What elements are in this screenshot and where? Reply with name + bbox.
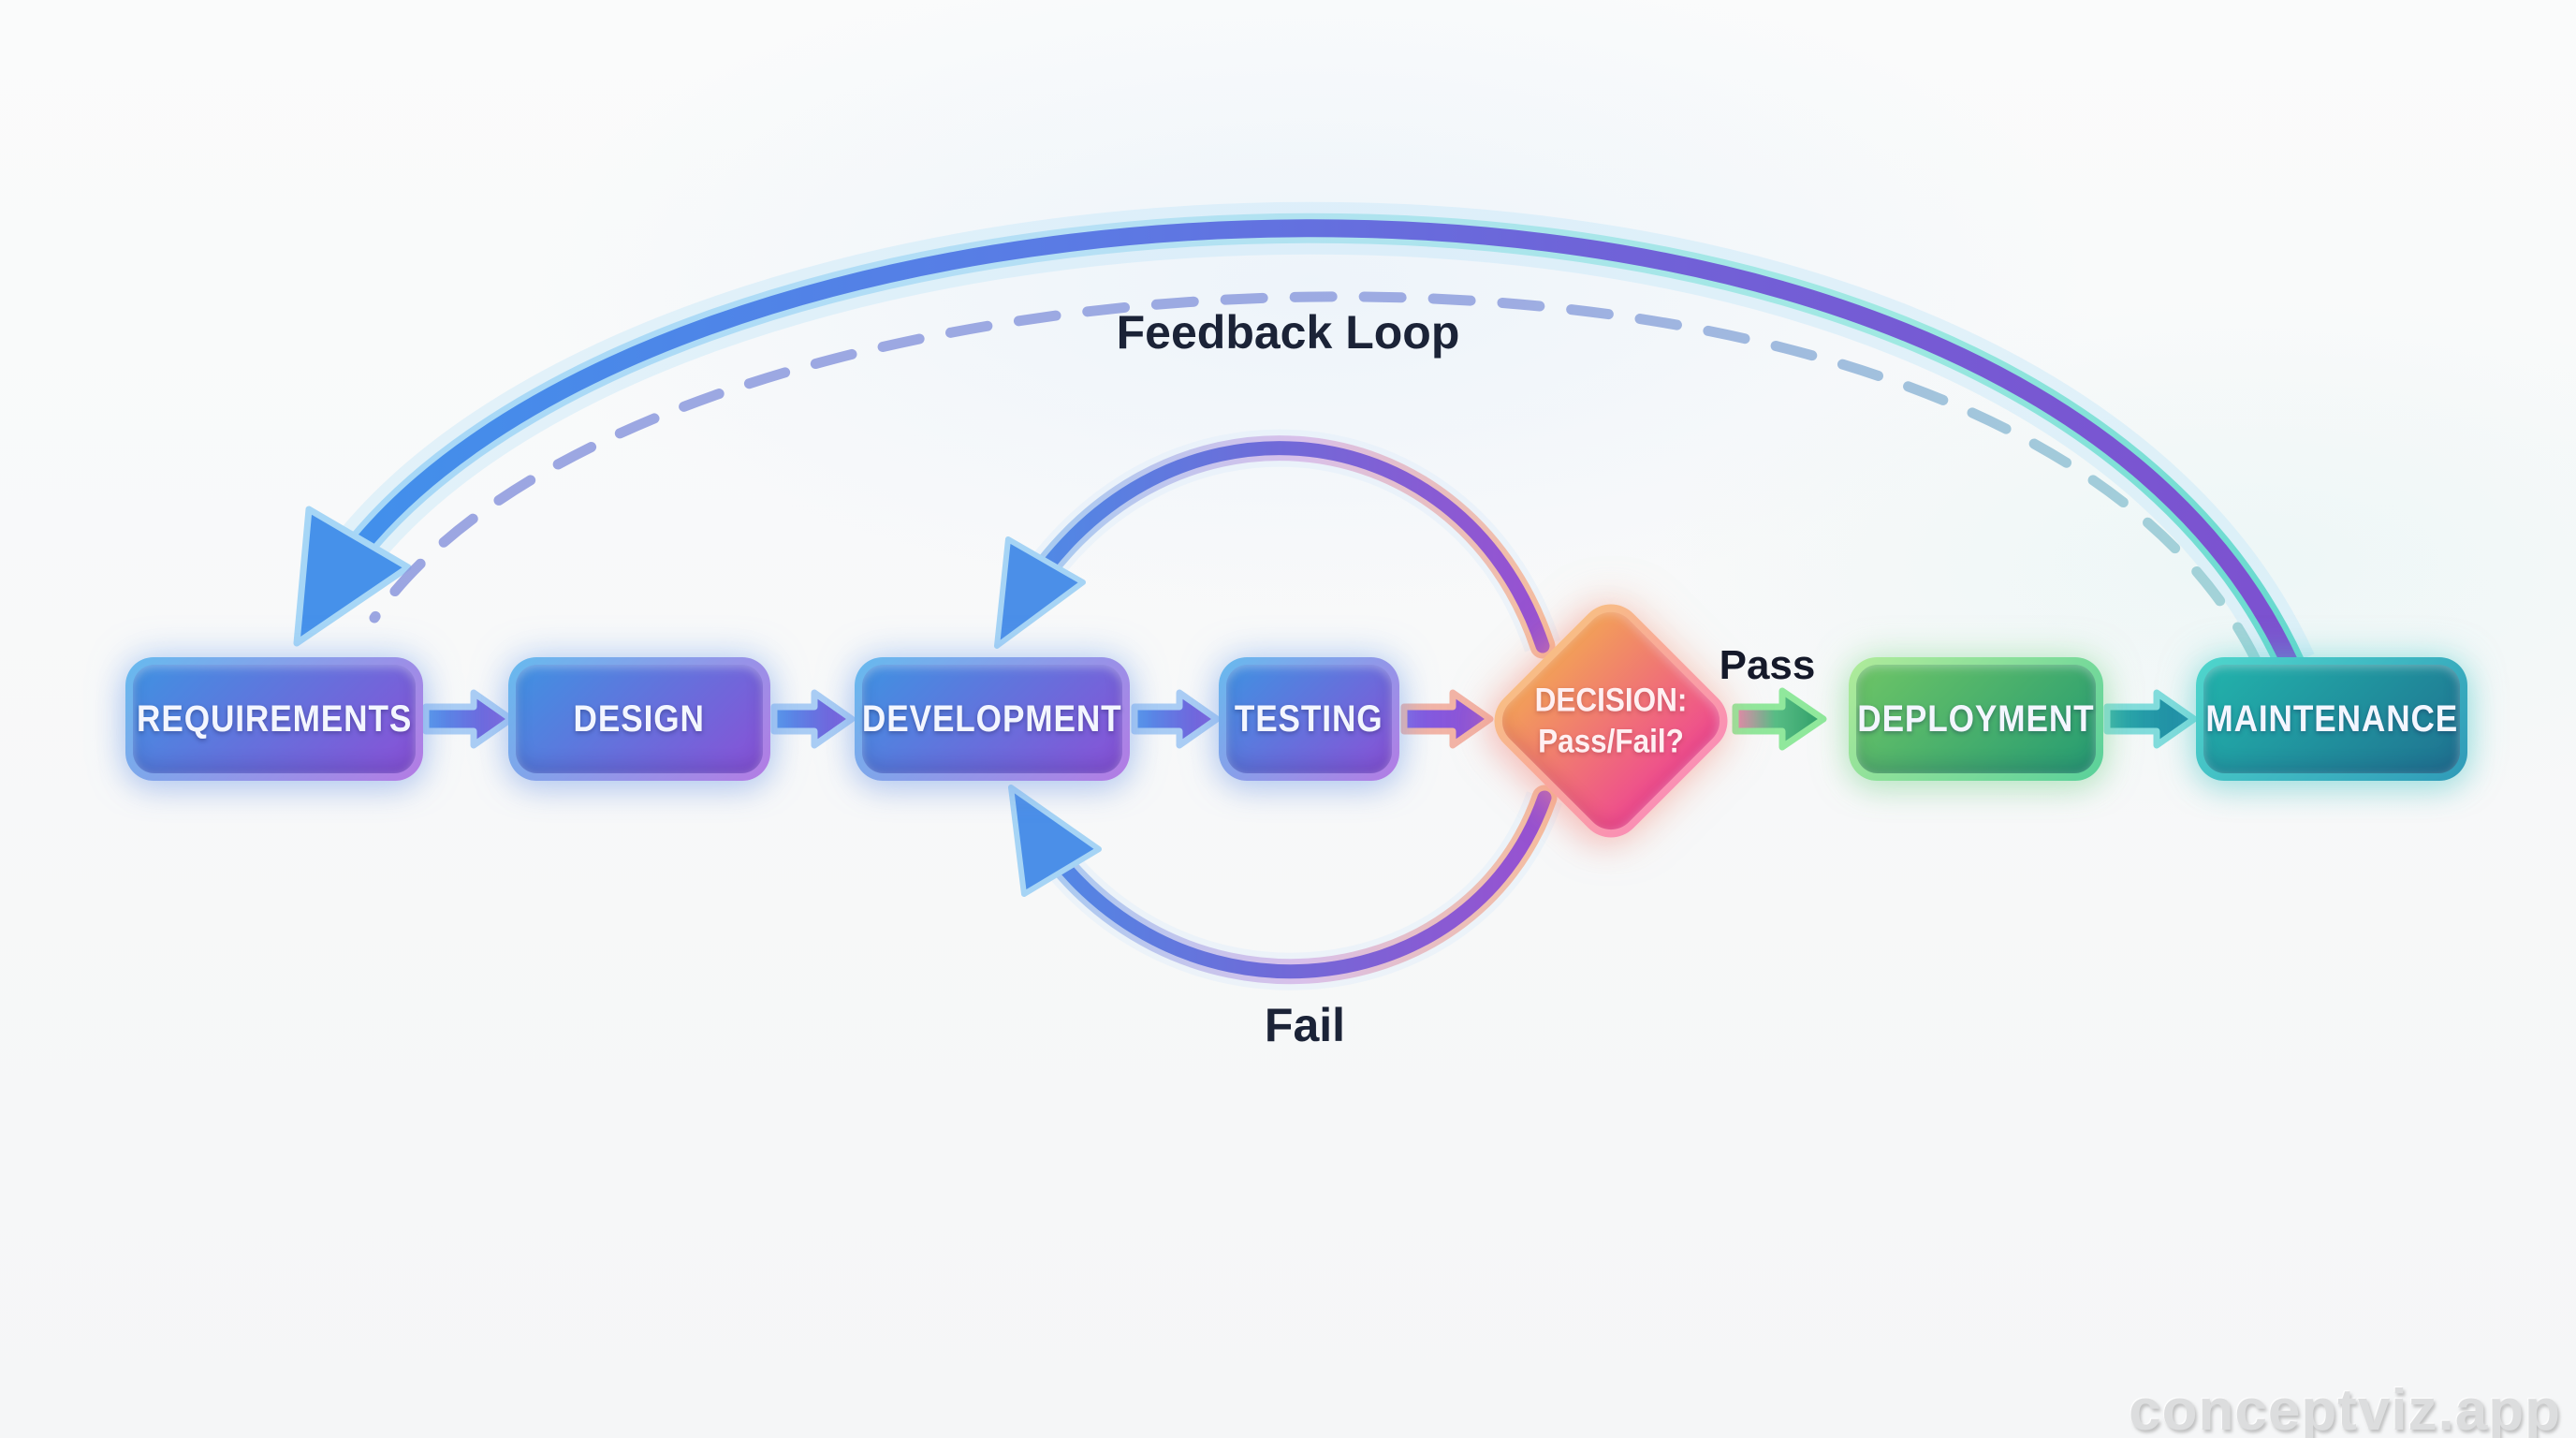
node-design-surface: DESIGN [516,665,763,773]
fail-upper-arrowhead [994,536,1086,649]
node-deployment: DEPLOYMENT [1849,657,2103,781]
fail-loop-upper-arc [994,429,1560,659]
node-deployment-surface: DEPLOYMENT [1856,665,2096,773]
decision-label-line2: Pass/Fail? [1538,723,1684,759]
node-testing: TESTING [1219,657,1399,781]
node-decision-label: DECISION: Pass/Fail? [1527,680,1696,762]
node-requirements-surface: REQUIREMENTS [133,665,416,773]
feedback-arc [293,201,2315,680]
node-decision: DECISION: Pass/Fail? [1481,591,1741,851]
arrow-testing-decision [1400,689,1494,749]
watermark: conceptviz.app [2129,1378,2561,1438]
node-testing-label: TESTING [1235,697,1383,740]
node-development: DEVELOPMENT [855,657,1130,781]
node-development-surface: DEVELOPMENT [862,665,1122,773]
node-maintenance-label: MAINTENANCE [2205,697,2458,740]
feedback-arrowhead [293,506,412,647]
arrow-requirements-design [422,689,515,749]
node-requirements: REQUIREMENTS [125,657,423,781]
fail-loop-lower-arc [1008,785,1562,990]
arrow-deployment-maintenance [2103,689,2198,749]
feedback-dashed-arc [369,291,2261,666]
arrow-design-development [770,689,856,749]
arrow-development-testing [1131,689,1221,749]
node-maintenance: MAINTENANCE [2196,657,2467,781]
node-design: DESIGN [508,657,770,781]
fail-label: Fail [1264,999,1346,1051]
feedback-loop-label: Feedback Loop [1116,306,1460,359]
node-development-label: DEVELOPMENT [862,697,1122,740]
decision-label-line1: DECISION: [1534,682,1688,719]
arrow-decision-deployment [1732,687,1827,751]
node-deployment-label: DEPLOYMENT [1857,697,2095,740]
node-design-label: DESIGN [573,697,706,740]
node-testing-surface: TESTING [1226,665,1392,773]
node-requirements-label: REQUIREMENTS [136,697,413,740]
node-maintenance-surface: MAINTENANCE [2203,665,2460,773]
fail-lower-arrowhead [1008,785,1102,897]
pass-label: Pass [1719,642,1816,688]
